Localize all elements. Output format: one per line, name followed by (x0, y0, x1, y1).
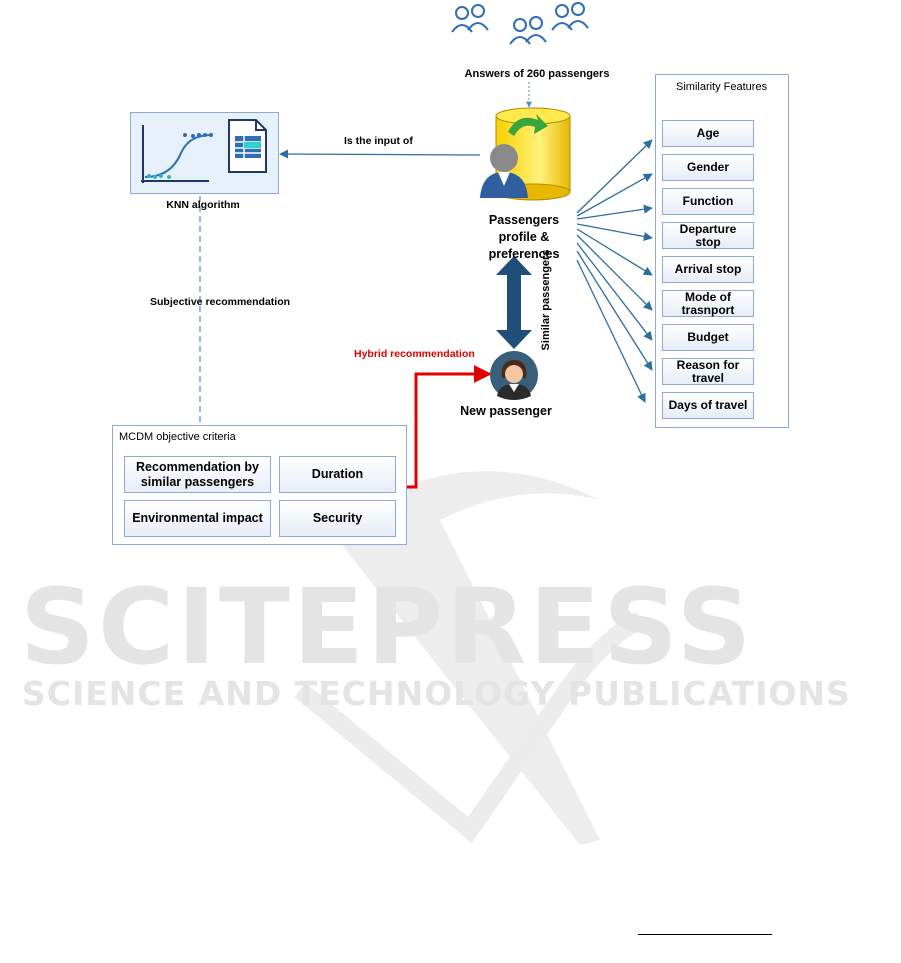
profile-label-line: preferences (488, 247, 560, 261)
knn-label: KNN algorithm (166, 199, 240, 211)
hybrid-arrow (407, 365, 492, 489)
feature-text: travel (691, 370, 725, 385)
feature-text: stop (695, 234, 721, 249)
new-passenger-label: New passenger (460, 404, 552, 418)
user-group-icon-2 (509, 16, 547, 45)
feature-gender: Gender (662, 154, 754, 181)
feature-text: Mode of (684, 289, 731, 304)
user-group-icon-3 (551, 2, 589, 31)
profile-label: Passengers profile & preferences (489, 212, 560, 263)
hybrid-label: Hybrid recommendation (354, 348, 475, 360)
feature-text: Function (682, 194, 734, 208)
criterion-duration: Duration (279, 456, 396, 493)
criterion-text: Duration (311, 467, 364, 481)
criterion-text: similar passengers (140, 474, 255, 489)
feature-arrival-stop: Arrival stop (662, 256, 754, 283)
footnote-rule (638, 934, 772, 935)
feature-mode-of-transport: Mode of trasnport (662, 290, 754, 317)
feature-age: Age (662, 120, 754, 147)
feature-text: Departure (679, 221, 737, 236)
feature-reason-for-travel: Reason for travel (662, 358, 754, 385)
user-group-icon-1 (451, 4, 489, 33)
new-passenger-avatar (490, 351, 538, 400)
criterion-environmental-impact: Environmental impact (124, 500, 271, 537)
feature-text: Arrival stop (674, 262, 742, 276)
feature-departure-stop: Departure stop (662, 222, 754, 249)
similar-double-arrow (496, 256, 532, 349)
knn-graphic (130, 112, 279, 194)
feature-days-of-travel: Days of travel (662, 392, 754, 419)
feature-text: Age (696, 126, 720, 140)
feature-budget: Budget (662, 324, 754, 351)
database-user-icon (480, 107, 571, 201)
mcdm-criteria-title: MCDM objective criteria (119, 431, 236, 443)
feature-text: Gender (686, 160, 729, 174)
profile-label-line: profile & (498, 230, 550, 244)
watermark-small-text: SCIENCE AND TECHNOLOGY PUBLICATIONS (22, 674, 851, 713)
answers-label: Answers of 260 passengers (464, 68, 610, 80)
criterion-text: Recommendation by (136, 459, 259, 474)
feature-text: Reason for (676, 357, 740, 372)
similar-label: Similar passengers (540, 249, 552, 351)
criterion-text: Environmental impact (132, 511, 263, 525)
passenger-group-icons (451, 2, 589, 45)
feature-text: trasnport (681, 302, 735, 317)
criterion-recommendation: Recommendation by similar passengers (124, 456, 271, 493)
feature-function: Function (662, 188, 754, 215)
subjective-label: Subjective recommendation (150, 296, 291, 308)
profile-label-line: Passengers (488, 213, 560, 227)
criterion-text: Security (312, 511, 363, 525)
watermark-big-text: SCITEPRESS (20, 566, 755, 688)
input-of-label: Is the input of (344, 135, 413, 147)
feature-text: Budget (687, 330, 729, 344)
similarity-features-title: Similarity Features (676, 81, 768, 93)
feature-text: Days of travel (668, 398, 748, 412)
document-table-icon (228, 119, 267, 173)
chart-icon (141, 125, 213, 183)
input-of-arrow (279, 149, 481, 159)
criterion-security: Security (279, 500, 396, 537)
